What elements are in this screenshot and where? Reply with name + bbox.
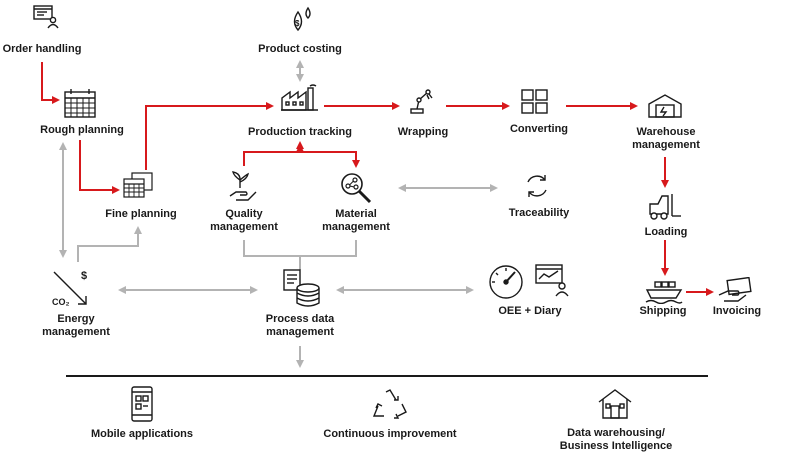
calendars-icon [123,172,153,198]
grid-squares-icon [521,89,549,115]
node-label-production-tracking: Production tracking [248,126,352,138]
edge-rough-to-fine [79,140,120,194]
factory-icon [280,84,320,112]
database-icon [282,268,322,308]
calendar-icon [64,88,96,118]
link-connectors [59,60,498,368]
cycle-arrows-icon [523,172,551,200]
footer-label-continuous-improvement: Continuous improvement [323,428,457,440]
node-label-oee-diary: OEE + Diary [498,305,562,317]
computer-user-icon [33,5,59,29]
node-label-material-management: Material management [322,208,390,233]
invoice-icon [718,277,752,303]
energy-dollar-label: $ [81,270,88,282]
node-label-rough-planning: Rough planning [40,124,124,136]
node-label-wrapping: Wrapping [397,126,449,138]
flow-connectors [41,62,714,296]
link-quality-material-process [243,240,357,270]
gauge-dashboard-icon [488,262,574,302]
ship-icon [645,278,683,304]
node-label-fine-planning: Fine planning [105,208,177,220]
energy-icon [50,268,98,312]
edge-order-to-rough [41,62,60,104]
node-label-order-handling: Order handling [2,43,82,55]
house-icon [598,388,632,420]
edge-fine-to-production [145,102,274,170]
node-label-converting: Converting [509,123,569,135]
node-label-energy-management: Energy management [42,313,110,338]
magnifier-icon [340,172,372,204]
recycle-icon [372,388,408,420]
node-label-process-data-management: Process data management [265,313,335,338]
node-label-invoicing: Invoicing [712,305,762,317]
node-label-warehouse-management: Warehouse management [632,126,700,151]
robot-arm-icon [408,86,436,114]
footer-label-data-warehousing: Data warehousing/ Business Intelligence [559,427,673,452]
hand-plant-icon [228,170,260,204]
node-label-loading: Loading [644,226,688,238]
svg-text:$: $ [295,19,300,28]
energy-co2-label: CO₂ [52,297,70,307]
phone-icon [131,386,153,422]
link-fine-energy [77,226,142,262]
footer-label-mobile-applications: Mobile applications [90,428,194,440]
drops-dollar-icon: $ [288,6,314,34]
node-label-product-costing: Product costing [258,43,342,55]
node-label-quality-management: Quality management [210,208,278,233]
node-label-traceability: Traceability [508,207,570,219]
warehouse-icon [648,94,682,118]
node-label-shipping: Shipping [639,305,687,317]
forklift-icon [648,192,682,220]
